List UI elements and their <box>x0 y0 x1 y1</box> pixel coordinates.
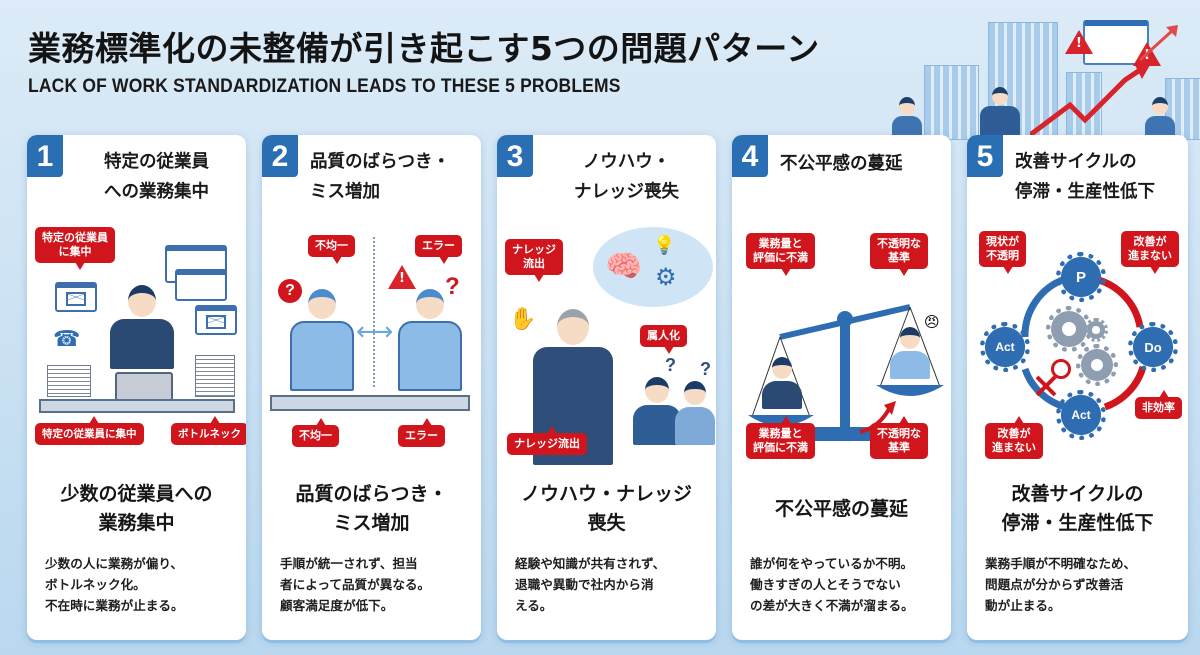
gear-plan-icon: P <box>1056 252 1106 302</box>
gear-icon <box>1084 318 1108 342</box>
gear-do-icon: Do <box>1128 322 1178 372</box>
card-number-badge: 2 <box>262 135 298 177</box>
callout-bubble: 不均一 <box>308 235 355 264</box>
lightbulb-icon: 💡 <box>653 235 676 256</box>
quality-variance-illustration: 不均一 エラー ? ! ? ⟷ 不均一 エラー <box>270 227 473 462</box>
card-summary-title: 品質のばらつき・ ミス増加 <box>295 483 448 534</box>
question-icon: ? <box>278 279 302 303</box>
callout-bubble: 改善が 進まない <box>985 416 1043 459</box>
question-icon: ? <box>665 355 676 375</box>
question-icon: ? <box>445 273 460 300</box>
angry-face-icon: 😠 <box>924 313 940 331</box>
problem-cards: 1 特定の従業員 への業務集中 特定の従業員 に集中 ☎ 特定の従業員に集中 ボ… <box>27 135 1188 640</box>
card-title: ノウハウ・ ナレッジ喪失 <box>574 152 679 202</box>
card-description: 手順が統一されず、担当 者によって品質が異なる。 顧客満足度が低下。 <box>280 556 431 613</box>
card-description: 経験や知識が共有されず、 退職や異動で社内から消 える。 <box>515 556 666 613</box>
card-summary-title: 少数の従業員への 業務集中 <box>60 483 213 534</box>
email-window-icon <box>195 305 237 335</box>
page-subtitle: LACK OF WORK STANDARDIZATION LEADS TO TH… <box>28 76 621 97</box>
rising-arrow-icon <box>1030 25 1178 137</box>
card-title: 品質のばらつき・ ミス増加 <box>310 152 450 202</box>
problem-card-5: 5 改善サイクルの 停滞・生産性低下 現状が 不透明 改善が 進まない P Do… <box>967 135 1188 640</box>
email-window-icon <box>55 282 97 312</box>
callout-bubble: 現状が 不透明 <box>979 231 1026 274</box>
waving-hand-icon: ✋ <box>509 307 537 332</box>
stressed-employee-figure <box>110 285 174 369</box>
unfair-balance-illustration: 業務量と 評価に不満 不透明な 基準 <box>740 227 944 462</box>
document-stack-icon <box>47 365 91 397</box>
callout-bubble: エラー <box>398 418 445 447</box>
junior-employee-figure <box>675 381 715 445</box>
callout-bubble: 属人化 <box>640 325 687 354</box>
card-number-badge: 3 <box>497 135 533 177</box>
worker-figure <box>398 289 462 391</box>
browser-window-icon <box>175 269 227 301</box>
card-summary-title: 改善サイクルの 停滞・生産性低下 <box>1001 483 1154 534</box>
card-number-badge: 1 <box>27 135 63 177</box>
overloaded-employee-illustration: 特定の従業員 に集中 ☎ 特定の従業員に集中 ボトルネック <box>35 227 246 462</box>
warning-icon: ! <box>1065 30 1093 54</box>
callout-bubble: 不均一 <box>292 418 339 447</box>
callout-bubble: 特定の従業員 に集中 <box>35 227 115 270</box>
card-summary-title: 不公平感の蔓延 <box>774 498 908 520</box>
card-summary-title: ノウハウ・ナレッジ 喪失 <box>520 483 692 534</box>
problem-card-3: 3 ノウハウ・ ナレッジ喪失 🧠 💡 ⚙ ナレッジ 流出 ✋ 属人化 ? ? <box>497 135 716 640</box>
person-icon <box>980 87 1020 140</box>
document-stack-icon <box>195 355 235 397</box>
laptop-icon <box>115 372 173 402</box>
prohibited-icon <box>1051 359 1071 379</box>
overworked-employee-figure <box>762 357 802 409</box>
callout-bubble: 特定の従業員に集中 <box>35 416 144 445</box>
double-arrow-icon: ⟷ <box>356 317 394 347</box>
warning-icon: ! <box>388 265 416 289</box>
callout-bubble: 業務量と 評価に不満 <box>746 416 815 459</box>
card-title: 特定の従業員 への業務集中 <box>104 152 209 202</box>
problem-card-1: 1 特定の従業員 への業務集中 特定の従業員 に集中 ☎ 特定の従業員に集中 ボ… <box>27 135 246 640</box>
desk-icon <box>39 399 235 413</box>
card-description: 誰が何をやっているか不明。 働きすぎの人とそうでない の差が大きく不満が溜まる。 <box>750 556 914 613</box>
problem-card-4: 4 不公平感の蔓延 業務量と 評価に不満 不透明な 基準 <box>732 135 951 640</box>
card-title: 改善サイクルの 停滞・生産性低下 <box>1015 152 1155 202</box>
worker-figure <box>290 289 354 391</box>
callout-bubble: 改善が 進まない <box>1121 231 1179 274</box>
gear-act-icon: Act <box>980 322 1030 372</box>
junior-employee-figure <box>633 377 681 445</box>
card-description: 少数の人に業務が偏り、 ボトルネック化。 不在時に業務が止まる。 <box>45 556 184 613</box>
callout-bubble: ボトルネック <box>171 416 246 445</box>
thought-cloud <box>593 227 713 307</box>
city-scene-illustration: ! ! <box>880 0 1200 140</box>
page-title: 業務標準化の未整備が引き起こす5つの問題パターン <box>28 29 820 68</box>
knowledge-loss-illustration: 🧠 💡 ⚙ ナレッジ 流出 ✋ 属人化 ? ? ナレッジ流出 <box>505 227 715 465</box>
brain-icon: 🧠 <box>605 249 643 284</box>
callout-bubble: 不透明な 基準 <box>870 233 928 276</box>
callout-bubble: 業務量と 評価に不満 <box>746 233 815 276</box>
callout-bubble: ナレッジ 流出 <box>505 239 563 282</box>
callout-bubble: 不透明な 基準 <box>870 416 928 459</box>
card-number-badge: 4 <box>732 135 768 177</box>
card-description: 業務手順が不明確なため、 問題点が分からず改善活 動が止まる。 <box>985 556 1137 613</box>
person-icon <box>892 97 922 140</box>
callout-bubble: 非効率 <box>1135 390 1182 419</box>
pdca-stalled-illustration: 現状が 不透明 改善が 進まない P Do Act Act 非効率 改善が 進ま… <box>975 227 1182 462</box>
gear-icon <box>1076 344 1118 386</box>
problem-card-2: 2 品質のばらつき・ ミス増加 不均一 エラー ? ! ? ⟷ 不均一 エラー <box>262 135 481 640</box>
card-number-badge: 5 <box>967 135 1003 177</box>
card-title: 不公平感の蔓延 <box>780 154 903 174</box>
question-icon: ? <box>700 359 711 379</box>
workbench-icon <box>270 395 470 411</box>
phone-icon: ☎ <box>53 327 81 352</box>
header: 業務標準化の未整備が引き起こす5つの問題パターン LACK OF WORK ST… <box>28 28 820 98</box>
callout-bubble: ナレッジ流出 <box>507 426 587 455</box>
divider <box>373 237 375 387</box>
relaxed-employee-figure <box>890 327 930 379</box>
gear-icon <box>1046 306 1092 352</box>
building-icon <box>924 65 979 140</box>
person-icon <box>1145 97 1175 140</box>
gear-act-icon: Act <box>1056 390 1106 440</box>
gear-icon: ⚙ <box>655 263 677 291</box>
callout-bubble: エラー <box>415 235 462 264</box>
